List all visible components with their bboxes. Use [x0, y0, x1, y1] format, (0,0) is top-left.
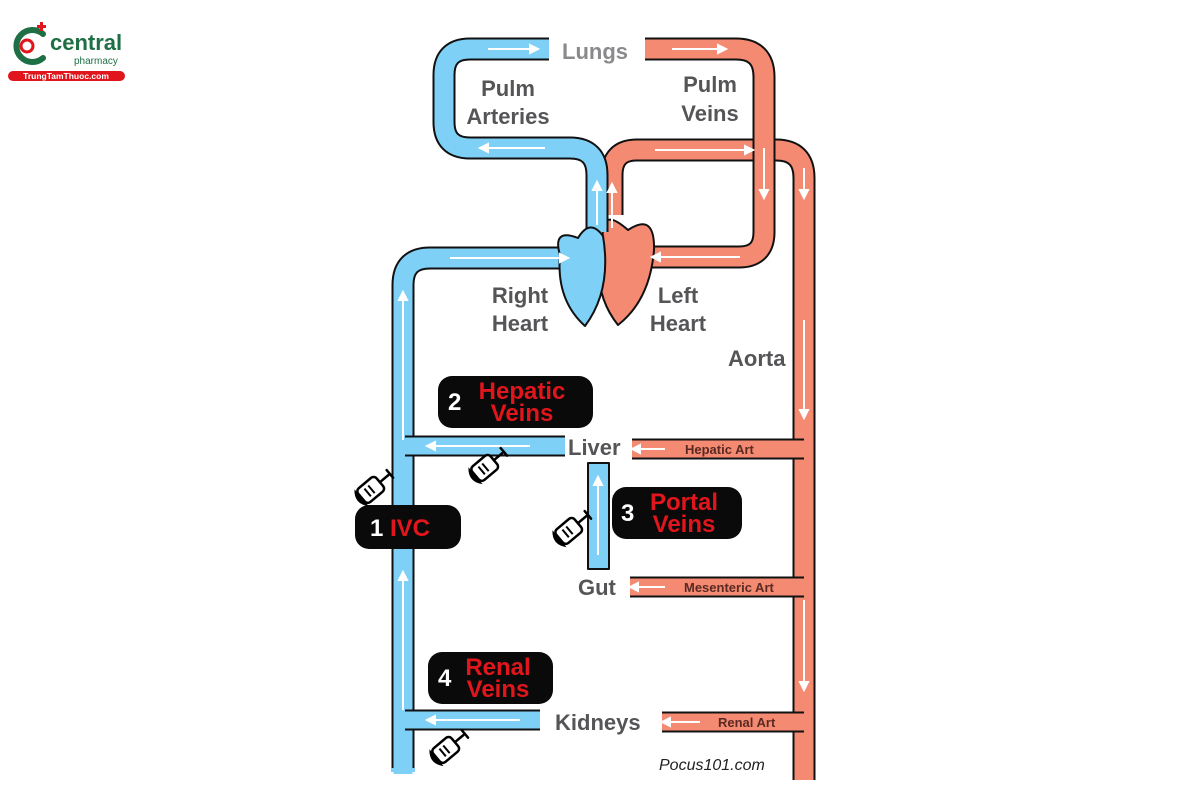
- label-pulm-veins-2: Veins: [681, 101, 738, 126]
- badge-hepatic-number: 2: [448, 389, 461, 416]
- label-lungs: Lungs: [562, 39, 628, 64]
- credit: Pocus101.com: [659, 757, 765, 774]
- logo-sub: pharmacy: [74, 56, 118, 67]
- badge-portal-number: 3: [621, 500, 634, 527]
- ultrasound-probe-icon: [424, 724, 474, 771]
- label-mesenteric-art: Mesenteric Art: [684, 580, 774, 595]
- label-aorta: Aorta: [728, 346, 786, 371]
- labels: Lungs Pulm Arteries Pulm Veins Right Hea…: [466, 39, 786, 735]
- label-right-heart-1: Right: [492, 283, 549, 308]
- badge-portal-line2: Veins: [653, 511, 716, 538]
- label-left-heart-1: Left: [658, 283, 699, 308]
- badge-hepatic-line1: Hepatic: [479, 378, 566, 405]
- label-liver: Liver: [568, 435, 621, 460]
- left-heart: [597, 218, 656, 326]
- flow-arrows: [397, 43, 810, 728]
- right-heart: [557, 226, 607, 327]
- label-pulm-arteries-2: Arteries: [466, 104, 549, 129]
- badge-ivc-number: 1: [370, 515, 383, 542]
- label-right-heart-2: Heart: [492, 311, 549, 336]
- badge-renal-line1: Renal: [465, 654, 530, 681]
- logo-mark-icon: [13, 22, 46, 65]
- badge-ivc: 1 IVC: [355, 505, 461, 549]
- badge-renal-veins: 4 Renal Veins: [428, 652, 553, 704]
- label-left-heart-2: Heart: [650, 311, 707, 336]
- badge-renal-number: 4: [438, 665, 452, 692]
- label-pulm-veins-1: Pulm: [683, 72, 737, 97]
- label-kidneys: Kidneys: [555, 710, 641, 735]
- logo-bar: [8, 71, 125, 81]
- label-pulm-arteries-1: Pulm: [481, 76, 535, 101]
- badge-ivc-text: IVC: [390, 515, 430, 542]
- label-hepatic-art: Hepatic Art: [685, 442, 755, 457]
- badge-portal-veins: 3 Portal Veins: [612, 487, 742, 539]
- label-renal-art: Renal Art: [718, 715, 776, 730]
- label-gut: Gut: [578, 575, 617, 600]
- arterial-system: [597, 37, 816, 780]
- badge-portal-line1: Portal: [650, 489, 718, 516]
- badge-hepatic-veins: 2 Hepatic Veins: [438, 376, 593, 428]
- logo-bar-text: TrungTamThuoc.com: [23, 71, 109, 81]
- badge-renal-line2: Veins: [467, 676, 530, 703]
- badge-hepatic-line2: Veins: [491, 400, 554, 427]
- logo: central pharmacy TrungTamThuoc.com: [8, 22, 125, 81]
- ultrasound-probe-icon: [349, 464, 399, 511]
- logo-word: central: [50, 30, 122, 55]
